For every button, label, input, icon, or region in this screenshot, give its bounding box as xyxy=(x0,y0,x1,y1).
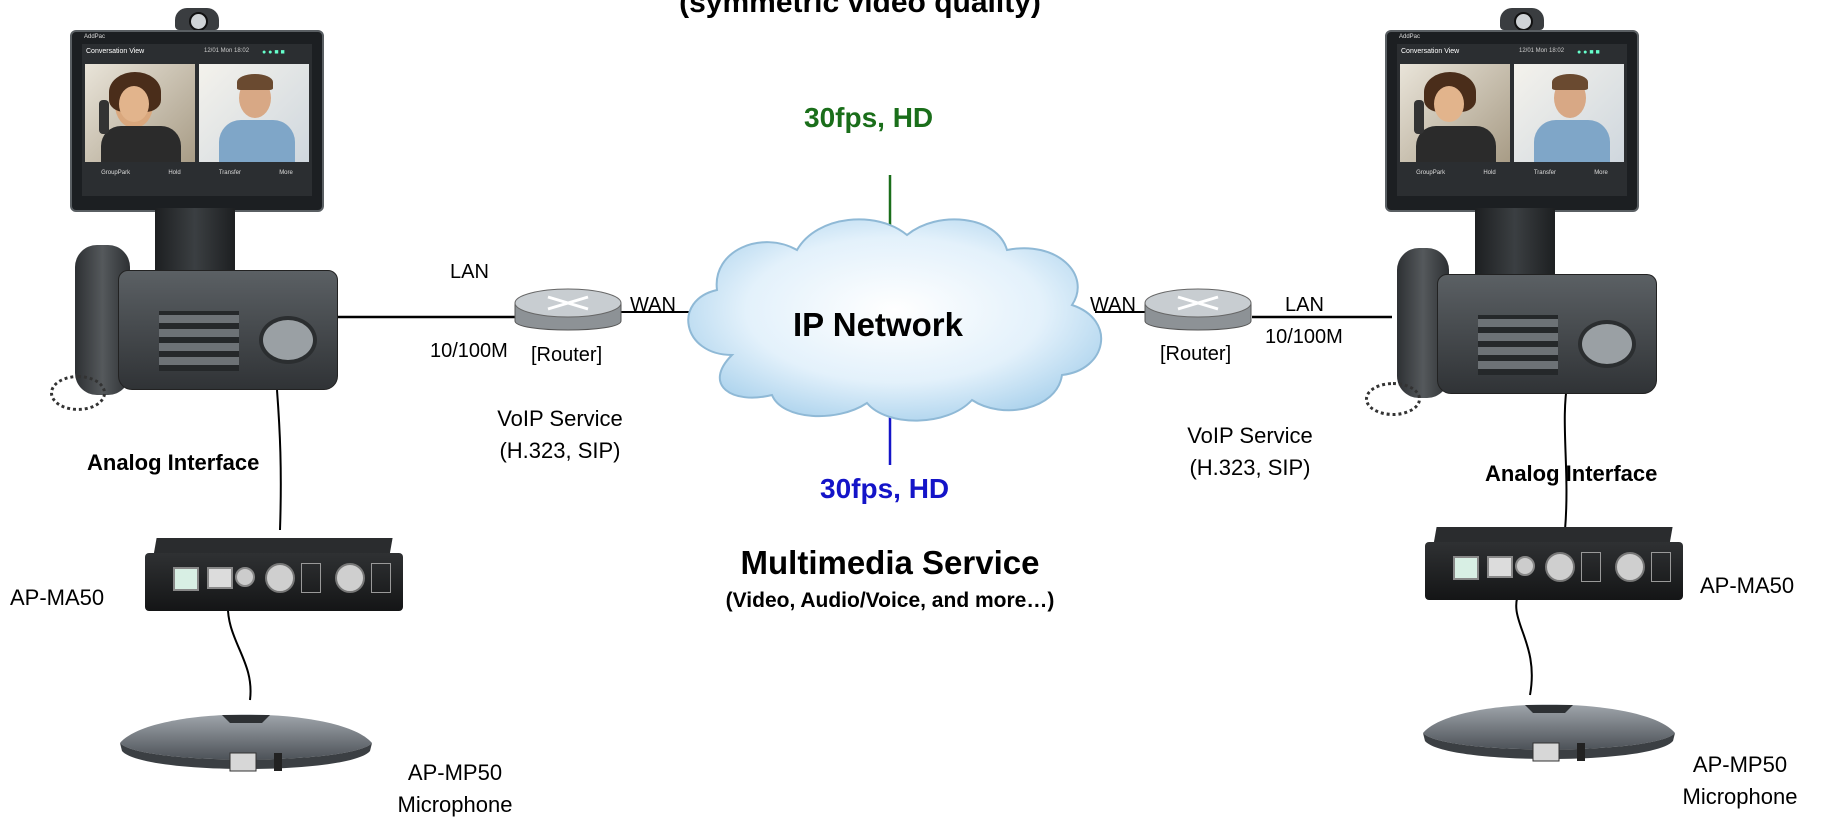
analog-cable-left xyxy=(276,389,282,531)
video-phone-right: AddPac Conversation View 12/01 Mon 18:02… xyxy=(1365,0,1675,420)
keypad xyxy=(159,311,239,371)
softkey-bar: GroupPark Hold Transfer More xyxy=(1397,170,1627,186)
navigation-pad xyxy=(259,316,317,364)
audio-port xyxy=(235,567,255,587)
power-button[interactable] xyxy=(1453,556,1479,580)
video-phone-left: AddPac Conversation View 12/01 Mon 18:02… xyxy=(40,0,350,411)
header-text: (symmetric video quality) xyxy=(679,0,1041,19)
power-button[interactable] xyxy=(173,567,199,591)
softkey-hold[interactable]: Hold xyxy=(168,170,181,176)
screen-brand: AddPac xyxy=(84,34,106,40)
video-pane-local xyxy=(1514,64,1624,162)
screen-time: 12/01 Mon 18:02 xyxy=(1519,48,1565,54)
adapter-label-right: AP-MA50 xyxy=(1700,573,1795,598)
ap-ma50-left xyxy=(145,538,403,613)
router-left xyxy=(514,288,622,331)
screen: AddPac Conversation View 12/01 Mon 18:02… xyxy=(1397,34,1627,196)
mic-cable-right xyxy=(1515,589,1533,696)
monitor: AddPac Conversation View 12/01 Mon 18:02… xyxy=(70,30,324,212)
phone-base xyxy=(118,270,338,390)
xlr-port-1 xyxy=(265,563,295,593)
softkey-bar: GroupPark Hold Transfer More xyxy=(82,170,312,186)
jack-panel-2 xyxy=(1651,552,1671,582)
video-pane-remote xyxy=(1400,64,1510,162)
monitor: AddPac Conversation View 12/01 Mon 18:02… xyxy=(1385,30,1639,212)
router-label-left: [Router] xyxy=(531,344,603,366)
voip-service-left-line1: VoIP Service xyxy=(497,406,623,431)
wan-label-left: WAN xyxy=(630,294,676,316)
speed-label-left: 10/100M xyxy=(430,340,508,362)
lan-label-left: LAN xyxy=(450,261,489,283)
cloud-label: IP Network xyxy=(793,306,963,343)
screen-title: Conversation View xyxy=(1401,48,1460,55)
jack-panel-1 xyxy=(301,563,321,593)
status-icons: ● ● ■ ■ xyxy=(1577,49,1600,56)
speed-label-right: 10/100M xyxy=(1265,326,1343,348)
ap-mp50-right xyxy=(1423,704,1675,762)
analog-interface-left: Analog Interface xyxy=(87,450,260,475)
phone-base xyxy=(1437,274,1657,394)
voip-service-left-line2: (H.323, SIP) xyxy=(499,438,621,463)
downstream-rate-label: 30fps, HD xyxy=(804,102,934,133)
ap-mp50-left xyxy=(120,714,372,772)
mic-label-left-line1: AP-MP50 xyxy=(407,760,503,785)
camera-icon xyxy=(1500,8,1544,31)
lan-label-right: LAN xyxy=(1285,294,1324,316)
coiled-cord xyxy=(1365,382,1421,416)
router-right xyxy=(1144,288,1252,331)
ap-ma50-right xyxy=(1425,527,1683,602)
screen-title: Conversation View xyxy=(86,48,145,55)
screen: AddPac Conversation View 12/01 Mon 18:02… xyxy=(82,34,312,196)
xlr-port-2 xyxy=(335,563,365,593)
xlr-port-2 xyxy=(1615,552,1645,582)
mic-label-left-line2: Microphone xyxy=(397,792,513,817)
analog-interface-right: Analog Interface xyxy=(1485,461,1658,486)
navigation-pad xyxy=(1578,320,1636,368)
coiled-cord xyxy=(50,375,106,411)
voip-service-right-line2: (H.323, SIP) xyxy=(1189,455,1311,480)
jack-panel-2 xyxy=(371,563,391,593)
upstream-rate-label: 30fps, HD xyxy=(820,473,950,504)
multimedia-subtitle: (Video, Audio/Voice, and more…) xyxy=(725,589,1055,612)
xlr-port-1 xyxy=(1545,552,1575,582)
softkey-transfer[interactable]: Transfer xyxy=(218,170,241,176)
screen-time: 12/01 Mon 18:02 xyxy=(204,48,250,54)
audio-port xyxy=(1515,556,1535,576)
ethernet-port xyxy=(207,567,233,589)
router-label-right: [Router] xyxy=(1160,343,1232,365)
softkey-hold[interactable]: Hold xyxy=(1483,170,1496,176)
camera-icon xyxy=(175,8,219,31)
keypad xyxy=(1478,315,1558,375)
multimedia-title: Multimedia Service xyxy=(740,544,1040,581)
analog-cable-right xyxy=(1563,379,1569,531)
softkey-more[interactable]: More xyxy=(279,170,293,176)
mic-label-right-line2: Microphone xyxy=(1682,784,1798,809)
mic-label-right-line1: AP-MP50 xyxy=(1692,752,1788,777)
voip-service-right-line1: VoIP Service xyxy=(1187,423,1313,448)
jack-panel-1 xyxy=(1581,552,1601,582)
wan-label-right: WAN xyxy=(1090,294,1136,316)
softkey-grouppark[interactable]: GroupPark xyxy=(1416,170,1446,176)
softkey-more[interactable]: More xyxy=(1594,170,1608,176)
adapter-label-left: AP-MA50 xyxy=(10,585,105,610)
softkey-transfer[interactable]: Transfer xyxy=(1533,170,1556,176)
screen-brand: AddPac xyxy=(1399,34,1421,40)
ethernet-port xyxy=(1487,556,1513,578)
softkey-grouppark[interactable]: GroupPark xyxy=(101,170,131,176)
video-pane-local xyxy=(199,64,309,162)
ip-network-cloud xyxy=(687,218,1103,422)
monitor-stand xyxy=(1475,208,1555,283)
status-icons: ● ● ■ ■ xyxy=(262,49,285,56)
video-pane-remote xyxy=(85,64,195,162)
mic-cable-left xyxy=(226,599,252,701)
